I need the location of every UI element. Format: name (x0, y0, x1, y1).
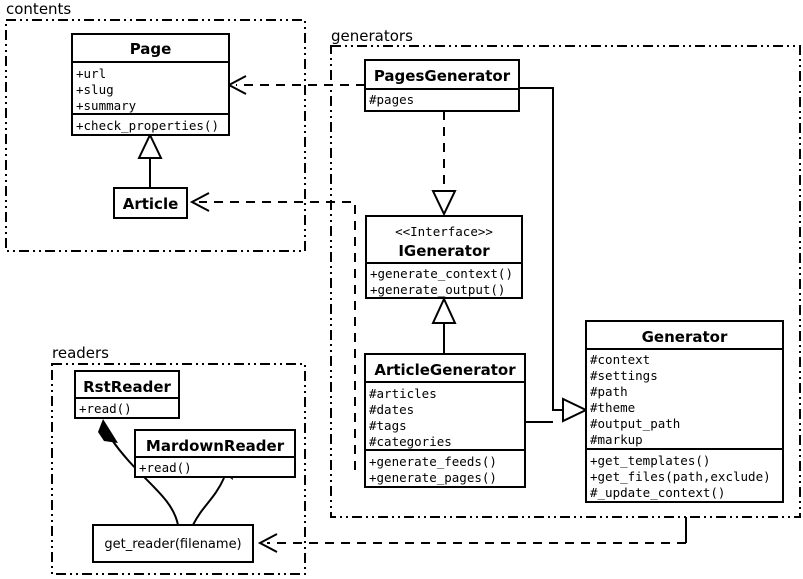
class-page-attribute: +url (76, 66, 106, 81)
class-generator-attribute: #settings (590, 368, 658, 383)
class-page-attribute: +slug (76, 82, 114, 97)
class-article-generator-attribute: #dates (369, 402, 414, 417)
class-pages-generator-frame (364, 59, 520, 112)
class-article-generator-method: +generate_feeds() (369, 454, 497, 469)
class-rst-reader-name: RstReader (83, 378, 171, 396)
class-box-pages-generator[interactable]: PagesGenerator #pages (364, 59, 520, 112)
hollow-triangle-arrowhead-icon (431, 190, 457, 217)
class-box-page[interactable]: Page +url +slug +summary +check_properti… (71, 33, 230, 136)
flow-line (192, 477, 225, 526)
relationship-article-generator-uses-article (189, 192, 356, 470)
class-rst-reader-frame (74, 370, 180, 419)
package-generators-label: generators (331, 27, 413, 45)
class-rst-reader-method: +read() (79, 401, 132, 416)
hollow-triangle-arrowhead-icon (431, 296, 457, 324)
package-generators-border (330, 45, 801, 518)
function-get-reader-frame (92, 524, 254, 563)
class-generator-attribute: #theme (590, 400, 635, 415)
class-igenerator-frame (365, 215, 523, 299)
class-mardown-reader-method: +read() (139, 460, 192, 475)
package-contents: contents (5, 0, 306, 252)
dependency-line (199, 201, 356, 470)
class-mardown-reader-frame (134, 429, 296, 478)
relationship-article-inherits-page (137, 132, 163, 188)
class-generator-attribute: #path (590, 384, 628, 399)
class-page-name: Page (130, 40, 172, 58)
class-igenerator-stereotype: <<Interface>> (395, 224, 493, 239)
package-readers: readers (51, 344, 306, 575)
class-generator-method: +get_files(path,exclude) (590, 469, 771, 484)
class-box-article[interactable]: Article (113, 187, 188, 219)
class-mardown-reader-name: MardownReader (146, 437, 285, 455)
function-get-reader-label: get_reader(filename) (104, 537, 241, 552)
open-arrowhead-icon (226, 75, 247, 95)
class-box-mardown-reader[interactable]: MardownReader +read() (134, 429, 296, 478)
class-box-igenerator[interactable]: <<Interface>> IGenerator +generate_conte… (365, 215, 523, 299)
class-igenerator-method: +generate_context() (370, 266, 513, 281)
class-page-method: +check_properties() (76, 118, 219, 133)
relationship-get-reader-creates-rst-reader (98, 419, 179, 526)
class-article-generator-attribute: #categories (369, 434, 452, 449)
class-article-generator-attribute: #articles (369, 386, 437, 401)
class-generator-method: +get_templates() (590, 453, 710, 468)
class-generator-method: #_update_context() (590, 485, 725, 500)
class-igenerator-method: +generate_output() (370, 282, 505, 297)
class-article-generator-method: +generate_pages() (369, 470, 497, 485)
class-page-frame (71, 33, 230, 136)
class-page-attribute: +summary (76, 98, 137, 113)
hollow-triangle-arrowhead-icon (137, 132, 163, 159)
solid-arrowhead-icon (98, 419, 118, 443)
generalization-line-pages-generator (519, 87, 563, 411)
class-generator-attribute: #output_path (590, 416, 680, 431)
relationship-article-generator-inherits-igenerator (431, 296, 457, 354)
class-generator-attribute: #context (590, 352, 650, 367)
class-box-rst-reader[interactable]: RstReader +read() (74, 370, 180, 419)
open-arrowhead-icon (257, 533, 278, 553)
class-article-generator-attribute: #tags (369, 418, 407, 433)
class-pages-generator-name: PagesGenerator (374, 67, 511, 85)
relationship-pages-generator-uses-page (226, 75, 365, 95)
class-generator-frame (585, 320, 784, 503)
flow-line (111, 439, 179, 526)
package-contents-border (5, 19, 306, 252)
class-article-frame (113, 187, 188, 219)
hollow-triangle-arrowhead-icon (562, 397, 589, 423)
class-igenerator-name: IGenerator (398, 242, 490, 260)
function-box-get-reader[interactable]: get_reader(filename) (92, 524, 254, 563)
package-generators: generators (330, 27, 801, 518)
package-contents-label: contents (6, 0, 71, 18)
package-readers-border (51, 363, 306, 575)
relationship-generators-inherit-generator (519, 87, 589, 423)
relationship-generator-uses-get-reader (257, 517, 687, 553)
class-generator-attribute: #markup (590, 432, 643, 447)
class-box-generator[interactable]: Generator #context #settings #path #them… (585, 320, 784, 503)
class-article-generator-frame (364, 353, 526, 488)
class-pages-generator-attribute: #pages (369, 92, 414, 107)
package-readers-label: readers (52, 344, 109, 362)
class-box-article-generator[interactable]: ArticleGenerator #articles #dates #tags … (364, 353, 526, 488)
class-generator-name: Generator (642, 328, 728, 346)
class-article-name: Article (123, 195, 179, 213)
open-arrowhead-icon (189, 192, 210, 212)
relationship-pages-generator-realizes-igenerator (431, 111, 457, 217)
class-article-generator-name: ArticleGenerator (374, 361, 516, 379)
